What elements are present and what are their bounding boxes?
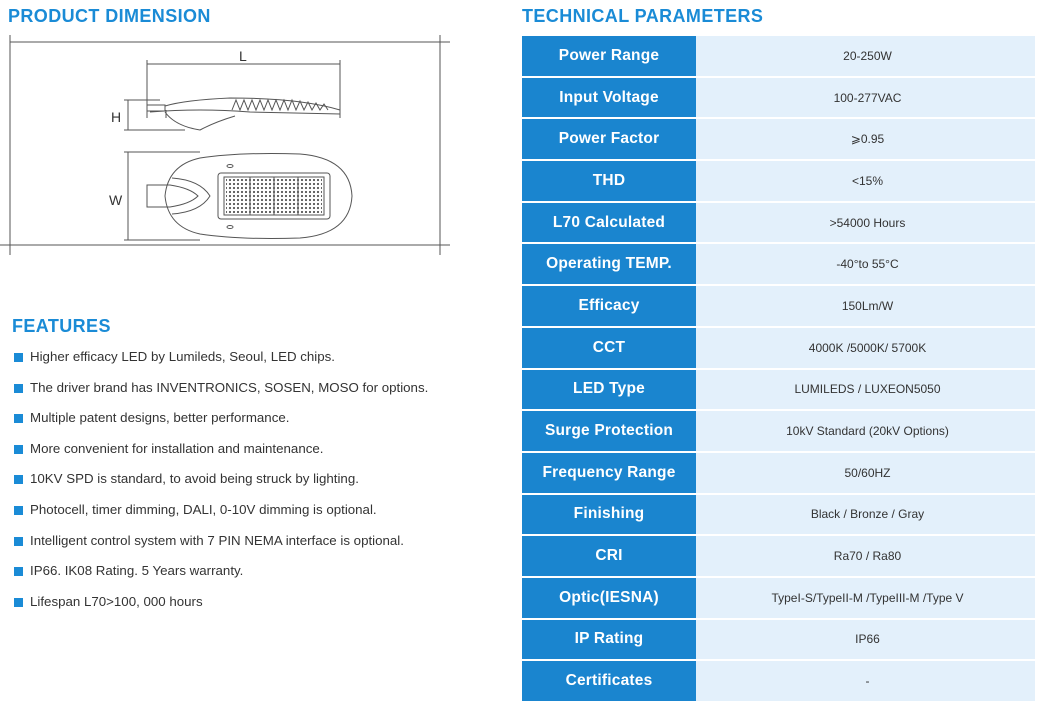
square-bullet-icon	[14, 597, 23, 607]
technical-parameters-heading: TECHNICAL PARAMETERS	[522, 6, 764, 26]
feature-item: 10KV SPD is standard, to avoid being str…	[14, 470, 428, 501]
parameter-name: Power Range	[522, 36, 696, 78]
parameter-value: -	[696, 661, 1035, 703]
feature-text: Lifespan L70>100, 000 hours	[30, 593, 203, 609]
square-bullet-icon	[14, 505, 23, 515]
parameter-name: Optic(IESNA)	[522, 577, 696, 620]
feature-item: The driver brand has INVENTRONICS, SOSEN…	[14, 379, 428, 410]
parameter-value: IP66	[696, 619, 1035, 662]
parameter-row: Optic(IESNA)TypeI-S/TypeII-M /TypeIII-M …	[522, 577, 1035, 620]
parameter-value: TypeI-S/TypeII-M /TypeIII-M /Type V	[696, 577, 1035, 620]
feature-text: Higher efficacy LED by Lumileds, Seoul, …	[30, 349, 335, 364]
parameter-name: CRI	[522, 536, 696, 578]
parameter-name: LED Type	[522, 369, 696, 412]
parameter-name: Surge Protection	[522, 411, 696, 453]
parameter-value: <15%	[696, 161, 1035, 203]
parameter-name: Power Factor	[522, 119, 696, 162]
parameter-value: 10kV Standard (20kV Options)	[696, 411, 1035, 453]
feature-text: Intelligent control system with 7 PIN NE…	[30, 532, 404, 548]
parameter-value: 4000K /5000K/ 5700K	[696, 327, 1035, 370]
parameter-name: Operating TEMP.	[522, 244, 696, 287]
parameter-row: Power Factor⩾0.95	[522, 119, 1035, 162]
square-bullet-icon	[14, 444, 23, 454]
feature-item: Multiple patent designs, better performa…	[14, 409, 428, 440]
length-label: L	[239, 48, 247, 64]
parameter-name: Frequency Range	[522, 452, 696, 495]
feature-text: More convenient for installation and mai…	[30, 440, 324, 456]
parameter-row: Operating TEMP.-40°to 55°C	[522, 244, 1035, 287]
feature-text: Multiple patent designs, better performa…	[30, 410, 290, 426]
parameter-name: Certificates	[522, 661, 696, 703]
parameter-value: -40°to 55°C	[696, 244, 1035, 287]
feature-text: 10KV SPD is standard, to avoid being str…	[30, 471, 359, 487]
feature-item: More convenient for installation and mai…	[14, 440, 428, 471]
parameter-value: Black / Bronze / Gray	[696, 494, 1035, 537]
square-bullet-icon	[14, 353, 23, 362]
width-label: W	[109, 192, 123, 208]
parameter-row: Certificates-	[522, 661, 1035, 703]
parameter-value: >54000 Hours	[696, 202, 1035, 245]
parameter-value: LUMILEDS / LUXEON5050	[696, 369, 1035, 412]
square-bullet-icon	[14, 536, 23, 546]
features-heading: FEATURES	[12, 316, 111, 336]
feature-text: The driver brand has INVENTRONICS, SOSEN…	[30, 379, 429, 395]
parameter-row: THD<15%	[522, 161, 1035, 203]
parameter-name: Finishing	[522, 494, 696, 537]
feature-item: Photocell, timer dimming, DALI, 0-10V di…	[14, 501, 428, 532]
feature-item: IP66. IK08 Rating. 5 Years warranty.	[14, 562, 428, 593]
parameter-name: CCT	[522, 327, 696, 370]
parameter-name: IP Rating	[522, 619, 696, 662]
parameter-value: Ra70 / Ra80	[696, 536, 1035, 578]
square-bullet-icon	[14, 475, 23, 485]
square-bullet-icon	[14, 414, 23, 424]
parameter-value: 50/60HZ	[696, 452, 1035, 495]
parameter-name: THD	[522, 161, 696, 203]
parameter-name: Efficacy	[522, 286, 696, 328]
parameter-row: L70 Calculated>54000 Hours	[522, 202, 1035, 245]
square-bullet-icon	[14, 383, 23, 393]
parameter-value: 150Lm/W	[696, 286, 1035, 328]
feature-item: Lifespan L70>100, 000 hours	[14, 593, 428, 624]
product-dimension-drawing: L H W	[0, 35, 450, 255]
feature-item: Higher efficacy LED by Lumileds, Seoul, …	[14, 348, 428, 379]
parameter-value: ⩾0.95	[696, 119, 1035, 162]
feature-text: Photocell, timer dimming, DALI, 0-10V di…	[30, 501, 377, 517]
parameter-value: 20-250W	[696, 36, 1035, 78]
features-list: Higher efficacy LED by Lumileds, Seoul, …	[14, 348, 428, 623]
height-label: H	[111, 109, 121, 125]
parameter-value: 100-277VAC	[696, 77, 1035, 120]
feature-text: IP66. IK08 Rating. 5 Years warranty.	[30, 563, 244, 579]
product-dimension-heading: PRODUCT DIMENSION	[8, 6, 211, 26]
parameter-name: L70 Calculated	[522, 202, 696, 245]
feature-item: Intelligent control system with 7 PIN NE…	[14, 532, 428, 563]
parameter-name: Input Voltage	[522, 77, 696, 120]
square-bullet-icon	[14, 567, 23, 577]
